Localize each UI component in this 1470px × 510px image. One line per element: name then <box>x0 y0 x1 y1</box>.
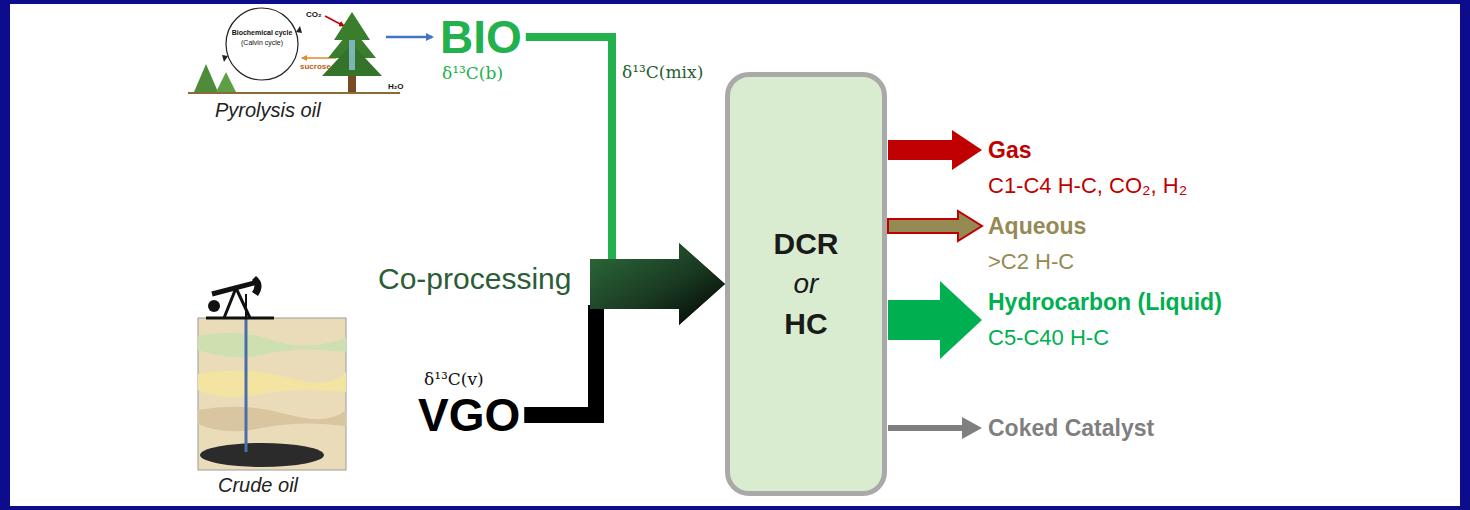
crude-oil-illustration <box>198 276 346 470</box>
small-tree <box>194 64 218 92</box>
feed-name: BIO <box>440 12 522 62</box>
source-arrow <box>386 36 432 39</box>
cycle-arrow <box>222 55 228 62</box>
gas-arrow <box>888 130 982 170</box>
feed-name: VGO <box>418 390 520 440</box>
reactor-name: HC <box>784 304 827 344</box>
tree-illustration <box>188 8 432 93</box>
strata-band <box>198 333 346 357</box>
bio-input: BIOδ¹³C(b) <box>440 12 522 84</box>
coke-arrow <box>888 417 982 439</box>
small-tree <box>216 72 236 92</box>
co-processing-arrow <box>590 243 725 325</box>
cycle-arrow <box>296 26 302 33</box>
product-coke: Coked Catalyst <box>988 410 1154 446</box>
coke-arrow <box>888 417 982 439</box>
illustration-caption: Crude oil <box>218 474 298 497</box>
illustration-text: sucrose <box>300 62 331 71</box>
product-aqueous: Aqueous>C2 H-C <box>988 208 1086 280</box>
reactor-connector-word: or <box>794 264 819 304</box>
bio-feed-line <box>526 37 612 263</box>
vgo-feed-line <box>524 305 596 415</box>
illustration-text: CO₂ <box>306 10 322 19</box>
isotope-label: δ¹³C(mix) <box>622 62 703 82</box>
pump-base <box>206 317 274 320</box>
reactor-box: DCRorHC <box>725 72 887 496</box>
liquid-arrow <box>888 281 982 359</box>
illustration-caption: Pyrolysis oil <box>215 99 321 122</box>
gas-arrow <box>888 130 982 170</box>
co-processing-arrow <box>590 243 725 325</box>
product-name: Coked Catalyst <box>988 410 1154 446</box>
co2-arrow <box>325 16 344 26</box>
aqueous-arrow <box>888 211 982 241</box>
ground-block <box>198 318 346 470</box>
polished-rod <box>245 294 247 318</box>
process-label: Co-processing <box>378 262 571 296</box>
well-pipe <box>245 318 248 452</box>
vgo-input: δ¹³C(v)VGO <box>418 368 520 440</box>
ground-line <box>188 92 400 94</box>
illustration-text: Biochemical cycle <box>232 29 293 36</box>
pump-frame <box>236 288 250 318</box>
reactor-name: DCR <box>774 224 839 264</box>
xylem-band <box>349 40 355 70</box>
cycle-circle <box>226 8 298 80</box>
illustration-text: (Calvin cycle) <box>241 39 283 46</box>
product-name: Gas <box>988 132 1187 168</box>
walking-beam <box>212 282 258 294</box>
strata-band <box>198 371 346 397</box>
horse-head <box>252 276 262 296</box>
aqueous-arrow <box>888 211 982 241</box>
product-range: C5-C40 H-C <box>988 320 1222 356</box>
strata-band <box>198 407 346 431</box>
illustration-text: H₂O <box>388 82 404 91</box>
isotope-label: δ¹³C(b) <box>442 62 522 84</box>
liquid-arrow <box>888 281 982 359</box>
product-range: C1-C4 H-C, CO₂, H₂ <box>988 168 1187 204</box>
crank <box>208 300 220 312</box>
product-hydrocarbon: Hydrocarbon (Liquid)C5-C40 H-C <box>988 284 1222 356</box>
isotope-label: δ¹³C(v) <box>424 368 520 390</box>
oil-reservoir <box>200 443 324 467</box>
product-gas: GasC1-C4 H-C, CO₂, H₂ <box>988 132 1187 204</box>
product-range: >C2 H-C <box>988 244 1086 280</box>
product-name: Hydrocarbon (Liquid) <box>988 284 1222 320</box>
product-name: Aqueous <box>988 208 1086 244</box>
